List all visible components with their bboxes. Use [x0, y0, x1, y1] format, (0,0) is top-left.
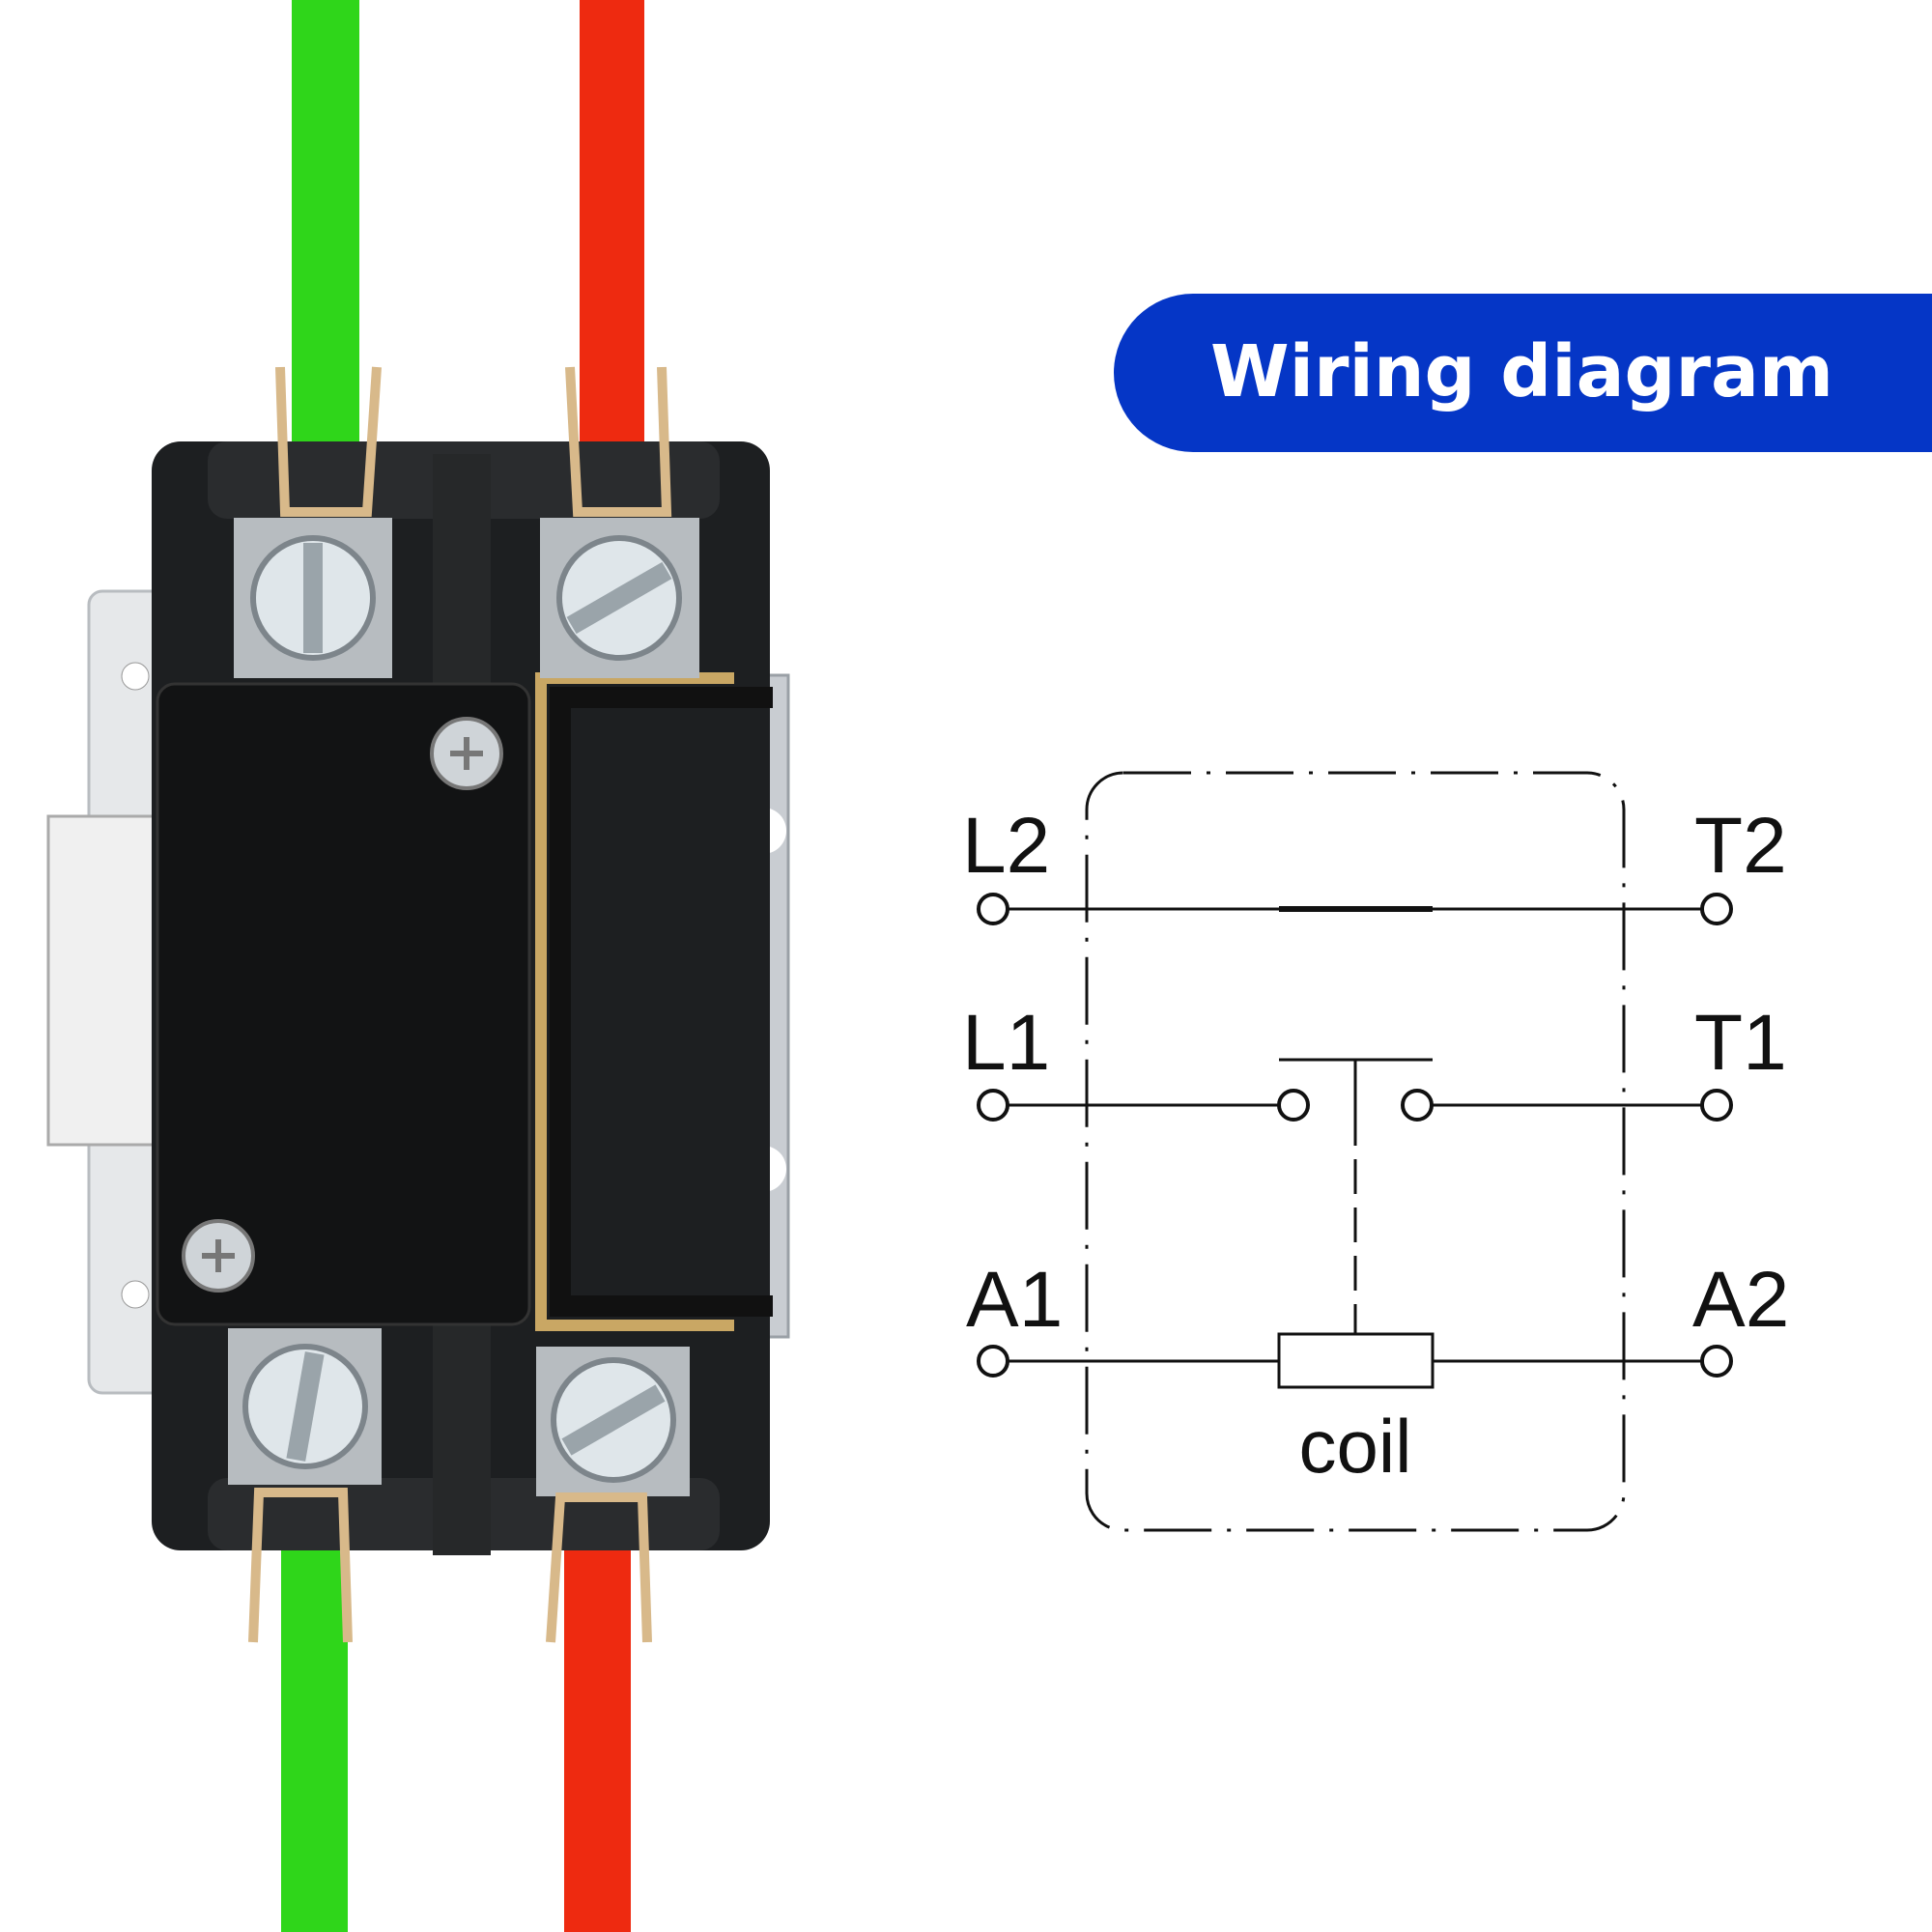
coil-label: coil	[1298, 1404, 1411, 1489]
coil-symbol	[1277, 1332, 1435, 1389]
label-l1: L1	[962, 999, 1050, 1087]
contactor-photo	[46, 0, 790, 1932]
label-a1: A1	[966, 1256, 1063, 1344]
terminal-t1	[1700, 1089, 1733, 1122]
terminal-t2	[1700, 893, 1733, 925]
terminal-screw-bottom-right	[536, 1347, 690, 1496]
device-boundary	[1085, 771, 1626, 1532]
terminal-l1	[977, 1089, 1009, 1122]
terminal-screw-top-right	[540, 518, 699, 678]
label-l2: L2	[962, 802, 1050, 890]
coil-cover	[156, 682, 531, 1326]
label-t1: T1	[1694, 999, 1787, 1087]
terminal-a2	[1700, 1345, 1733, 1378]
contact-t1-inner	[1401, 1089, 1434, 1122]
terminal-screw-top-left	[234, 518, 392, 678]
terminal-a1	[977, 1345, 1009, 1378]
wiring-schematic	[977, 771, 1733, 1532]
green-wire-bottom	[281, 1526, 348, 1932]
banner-title: Wiring diagram	[1210, 330, 1833, 413]
terminal-l2	[977, 893, 1009, 925]
terminal-screw-bottom-left	[228, 1328, 382, 1485]
red-wire-top	[580, 0, 644, 454]
contact-l1-inner	[1277, 1089, 1310, 1122]
schematic-labels: L2 T2 L1 T1 A1 A2 coil	[962, 802, 1789, 1489]
red-wire-bottom	[564, 1526, 631, 1932]
green-wire-top	[292, 0, 359, 454]
title-banner: Wiring diagram	[1114, 294, 1932, 452]
label-t2: T2	[1694, 802, 1787, 890]
label-a2: A2	[1692, 1256, 1789, 1344]
